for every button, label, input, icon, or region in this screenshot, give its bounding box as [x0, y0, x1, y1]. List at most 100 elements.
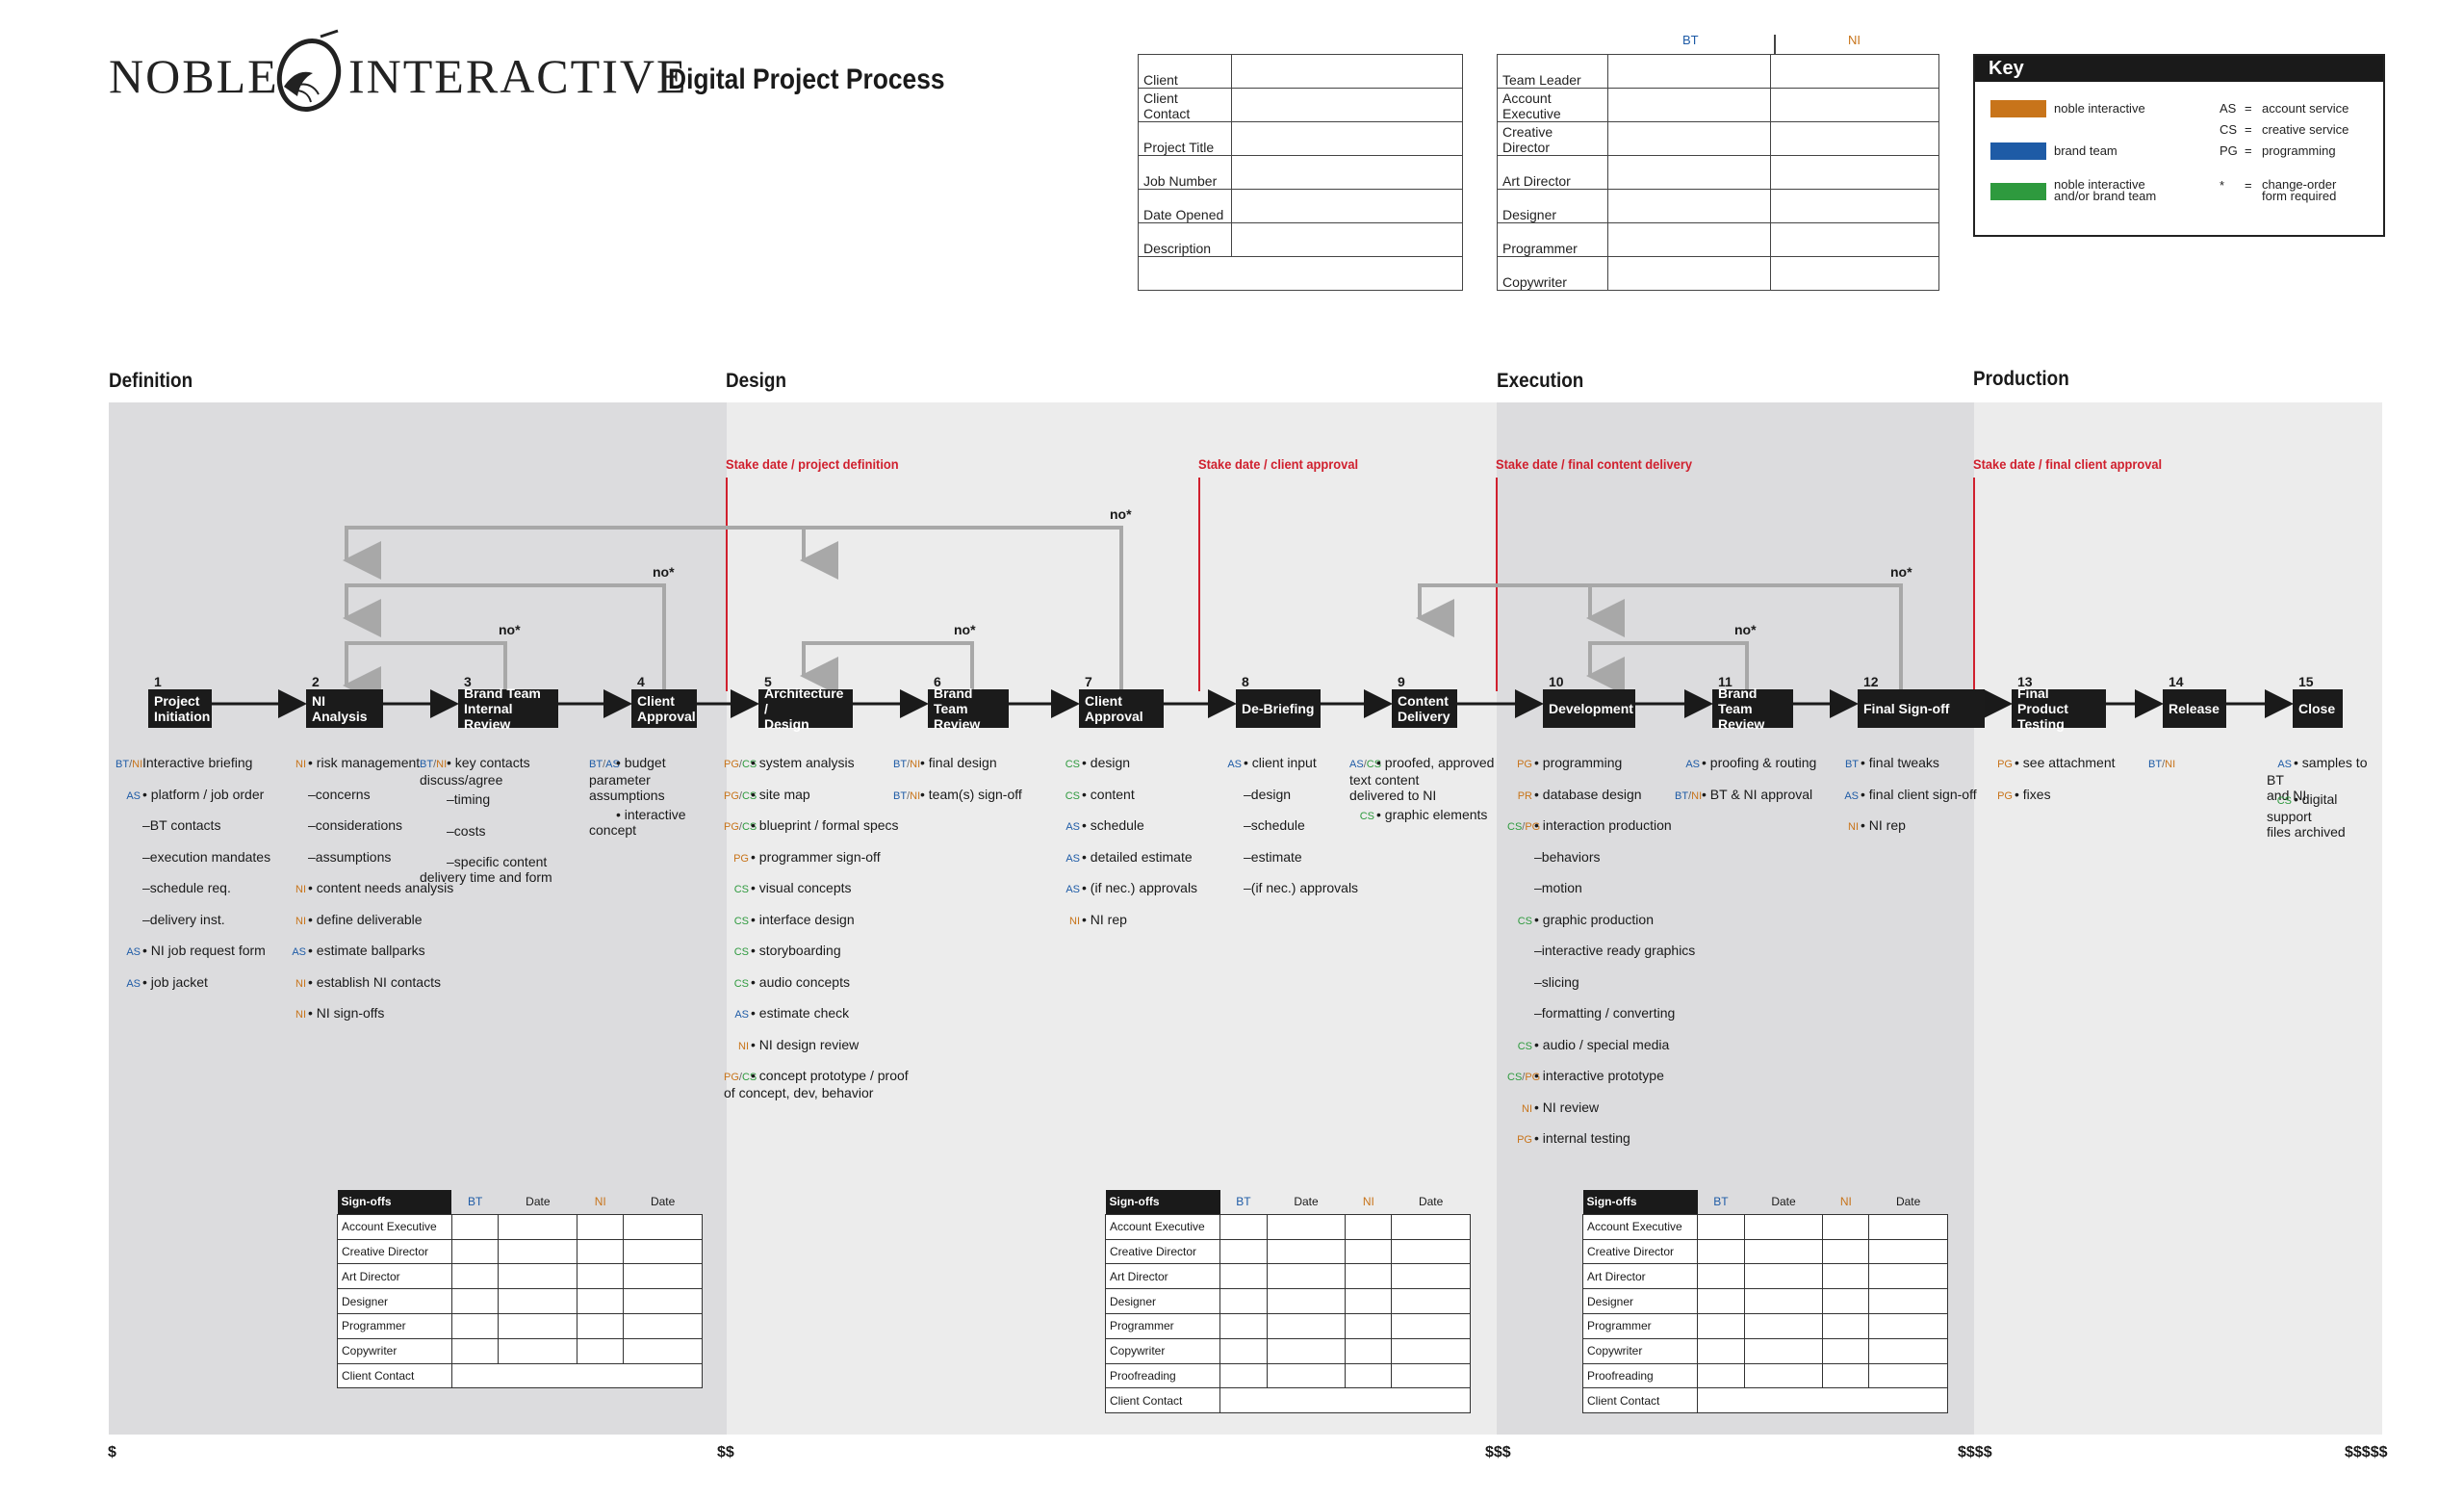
signoff-field[interactable] — [623, 1213, 703, 1240]
signoff-field[interactable] — [623, 1263, 703, 1290]
signoff-field[interactable] — [1219, 1238, 1268, 1265]
signoff-field[interactable] — [1868, 1238, 1948, 1265]
signoff-field[interactable] — [1345, 1288, 1393, 1314]
signoff-field[interactable] — [623, 1288, 703, 1314]
signoff-field[interactable] — [1345, 1263, 1393, 1290]
signoff-field[interactable] — [1868, 1362, 1948, 1389]
signoff-field[interactable] — [498, 1312, 578, 1339]
signoff-field[interactable] — [1697, 1213, 1745, 1240]
signoff-field[interactable] — [1391, 1312, 1471, 1339]
signoff-field[interactable] — [1391, 1263, 1471, 1290]
form-field[interactable] — [1607, 256, 1771, 291]
step-client-approval[interactable]: Client Approval — [631, 689, 697, 728]
step-brand-team-review[interactable]: Brand Team Review — [928, 685, 1009, 732]
signoff-field[interactable] — [1345, 1213, 1393, 1240]
signoff-field[interactable] — [1345, 1362, 1393, 1389]
signoff-field[interactable] — [1219, 1213, 1268, 1240]
signoff-field[interactable] — [1219, 1362, 1268, 1389]
signoff-field[interactable] — [1868, 1263, 1948, 1290]
form-field[interactable] — [1770, 256, 1939, 291]
form-field[interactable] — [1138, 256, 1463, 291]
signoff-field[interactable] — [1266, 1238, 1347, 1265]
signoff-field[interactable] — [577, 1288, 625, 1314]
form-field[interactable] — [1231, 121, 1463, 156]
signoff-field[interactable] — [577, 1213, 625, 1240]
signoff-field[interactable] — [1391, 1362, 1471, 1389]
step-brand-team-internal-review[interactable]: Brand Team Internal Review — [458, 685, 558, 732]
signoff-field[interactable] — [1697, 1263, 1745, 1290]
form-field[interactable] — [1770, 155, 1939, 190]
form-field[interactable] — [1770, 121, 1939, 156]
signoff-field[interactable] — [450, 1312, 500, 1339]
signoff-field[interactable] — [623, 1312, 703, 1339]
signoff-field[interactable] — [1822, 1288, 1870, 1314]
signoff-field[interactable] — [450, 1362, 704, 1389]
signoff-field[interactable] — [1391, 1213, 1471, 1240]
signoff-field[interactable] — [450, 1337, 500, 1364]
signoff-field[interactable] — [1697, 1362, 1745, 1389]
step-project-initiation[interactable]: Project Initiation — [148, 689, 212, 728]
signoff-field[interactable] — [1697, 1312, 1745, 1339]
signoff-field[interactable] — [1391, 1288, 1471, 1314]
signoff-field[interactable] — [1697, 1238, 1745, 1265]
signoff-field[interactable] — [450, 1238, 500, 1265]
form-field[interactable] — [1607, 54, 1771, 89]
signoff-field[interactable] — [1822, 1362, 1870, 1389]
signoff-field[interactable] — [1266, 1312, 1347, 1339]
signoff-field[interactable] — [498, 1263, 578, 1290]
signoff-field[interactable] — [1822, 1312, 1870, 1339]
signoff-field[interactable] — [1822, 1238, 1870, 1265]
signoff-field[interactable] — [577, 1337, 625, 1364]
signoff-field[interactable] — [1743, 1213, 1824, 1240]
signoff-field[interactable] — [1822, 1263, 1870, 1290]
signoff-field[interactable] — [1219, 1387, 1471, 1414]
signoff-field[interactable] — [577, 1312, 625, 1339]
form-field[interactable] — [1607, 88, 1771, 122]
step-release[interactable]: Release — [2163, 689, 2226, 728]
signoff-field[interactable] — [498, 1337, 578, 1364]
signoff-field[interactable] — [1697, 1337, 1745, 1364]
signoff-field[interactable] — [1345, 1238, 1393, 1265]
signoff-field[interactable] — [1743, 1263, 1824, 1290]
step-content-delivery[interactable]: Content Delivery — [1392, 689, 1457, 728]
signoff-field[interactable] — [1219, 1288, 1268, 1314]
signoff-field[interactable] — [1743, 1288, 1824, 1314]
signoff-field[interactable] — [1822, 1337, 1870, 1364]
signoff-field[interactable] — [1219, 1337, 1268, 1364]
signoff-field[interactable] — [1743, 1337, 1824, 1364]
step-final-product-testing[interactable]: Final Product Testing — [2012, 685, 2106, 732]
signoff-field[interactable] — [1266, 1288, 1347, 1314]
form-field[interactable] — [1770, 54, 1939, 89]
signoff-field[interactable] — [498, 1213, 578, 1240]
signoff-field[interactable] — [1391, 1238, 1471, 1265]
signoff-field[interactable] — [1219, 1312, 1268, 1339]
signoff-field[interactable] — [1345, 1312, 1393, 1339]
signoff-field[interactable] — [450, 1213, 500, 1240]
signoff-field[interactable] — [1743, 1362, 1824, 1389]
signoff-field[interactable] — [1266, 1213, 1347, 1240]
signoff-field[interactable] — [1345, 1337, 1393, 1364]
step-close[interactable]: Close — [2293, 689, 2343, 728]
step-client-approval[interactable]: Client Approval — [1079, 689, 1164, 728]
form-field[interactable] — [1770, 189, 1939, 223]
form-field[interactable] — [1607, 121, 1771, 156]
signoff-field[interactable] — [1266, 1263, 1347, 1290]
step-architecture-design[interactable]: Architecture / Design — [758, 685, 853, 732]
signoff-field[interactable] — [1266, 1337, 1347, 1364]
signoff-field[interactable] — [1266, 1362, 1347, 1389]
signoff-field[interactable] — [1868, 1213, 1948, 1240]
signoff-field[interactable] — [1743, 1238, 1824, 1265]
signoff-field[interactable] — [450, 1288, 500, 1314]
signoff-field[interactable] — [498, 1238, 578, 1265]
signoff-field[interactable] — [1822, 1213, 1870, 1240]
signoff-field[interactable] — [1697, 1288, 1745, 1314]
signoff-field[interactable] — [450, 1263, 500, 1290]
step-ni-analysis[interactable]: NI Analysis — [306, 689, 383, 728]
signoff-field[interactable] — [577, 1238, 625, 1265]
signoff-field[interactable] — [1219, 1263, 1268, 1290]
signoff-field[interactable] — [1391, 1337, 1471, 1364]
signoff-field[interactable] — [1697, 1387, 1948, 1414]
signoff-field[interactable] — [623, 1337, 703, 1364]
step-brand-team-review[interactable]: Brand Team Review — [1712, 685, 1793, 732]
signoff-field[interactable] — [577, 1263, 625, 1290]
